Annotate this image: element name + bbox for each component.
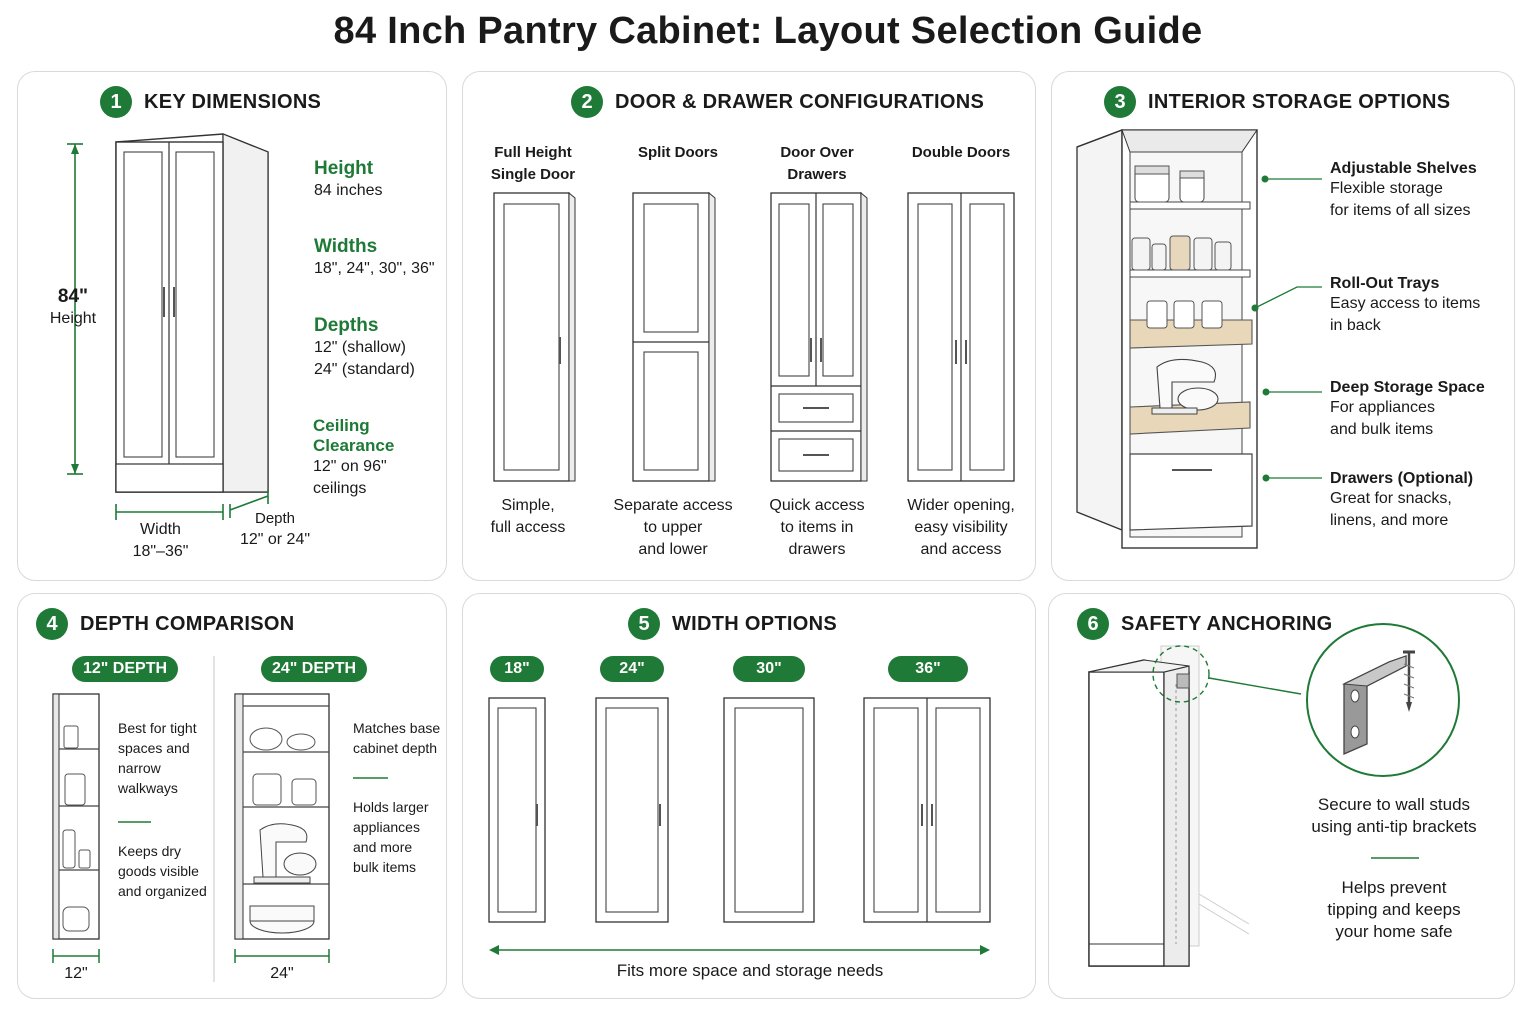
config-name-split-doors: Split Doors bbox=[637, 144, 718, 161]
anchoring-text-1: Secure to wall studs using anti-tip brac… bbox=[1311, 795, 1477, 836]
panel-title: DOOR & DRAWER CONFIGURATIONS bbox=[615, 90, 985, 113]
standard-text-1: Matches base cabinet depth bbox=[353, 720, 441, 756]
panel-header: 4 DEPTH COMPARISON bbox=[36, 608, 294, 640]
width-pill-24: 24" bbox=[600, 656, 664, 682]
single-door-cabinet bbox=[493, 191, 576, 482]
panel-safety-anchoring: 6 SAFETY ANCHORING Secure to bbox=[1048, 593, 1515, 999]
config-desc-double-doors: Wider opening, easy visibility and acces… bbox=[907, 497, 1015, 558]
step-number: 6 bbox=[1077, 608, 1109, 640]
panel-title: SAFETY ANCHORING bbox=[1121, 612, 1333, 635]
panel-key-dimensions: 1 KEY DIMENSIONS 84" Height Width 1 bbox=[17, 71, 447, 581]
panel-title: WIDTH OPTIONS bbox=[672, 612, 838, 635]
config-desc-split-doors: Separate access to upper and lower bbox=[613, 497, 733, 558]
standard-depth-pill: 24" DEPTH bbox=[261, 656, 367, 682]
config-desc-single-door: Simple, full access bbox=[490, 497, 566, 536]
panel-width-options: 5 WIDTH OPTIONS 18" 24" 30" 36" Fits mor… bbox=[462, 593, 1036, 999]
panel-door-drawer-configurations: 2 DOOR & DRAWER CONFIGURATIONS Full Heig… bbox=[462, 71, 1036, 581]
standard-text-2: Holds larger appliances and more bulk it… bbox=[353, 799, 429, 875]
width-pill-18: 18" bbox=[490, 656, 544, 682]
spec-ceiling-clearance: Ceiling Clearance 12" on 96" ceilings bbox=[313, 416, 395, 497]
width-dimension-label: Width 18"–36" bbox=[132, 521, 189, 560]
panel-header: 6 SAFETY ANCHORING bbox=[1077, 608, 1332, 640]
spec-height: Height 84 inches bbox=[314, 158, 383, 199]
config-name-door-over-drawers: Door Over Drawers bbox=[780, 144, 854, 183]
shallow-dim-label: 12" bbox=[64, 965, 88, 982]
panel-interior-storage-options: 3 INTERIOR STORAGE OPTIONS bbox=[1051, 71, 1515, 581]
panel-title: INTERIOR STORAGE OPTIONS bbox=[1148, 90, 1451, 113]
panel-header: 1 KEY DIMENSIONS bbox=[100, 86, 321, 118]
page-title: 84 Inch Pantry Cabinet: Layout Selection… bbox=[333, 10, 1203, 52]
shallow-depth-pill: 12" DEPTH bbox=[72, 656, 178, 682]
step-number: 1 bbox=[100, 86, 132, 118]
panel-header: 3 INTERIOR STORAGE OPTIONS bbox=[1104, 86, 1450, 118]
shallow-text-2: Keeps dry goods visible and organized bbox=[118, 843, 207, 899]
panel-depth-comparison: 4 DEPTH COMPARISON 12" DEPTH 24" DEPTH bbox=[17, 593, 447, 999]
config-name-double-doors: Double Doors bbox=[911, 144, 1011, 161]
split-doors-cabinet bbox=[632, 191, 716, 482]
open-pantry-interior-illustration bbox=[1076, 129, 1322, 549]
option-deep-storage-space: Deep Storage Space For appliances and bu… bbox=[1330, 379, 1485, 438]
width-pill-36: 36" bbox=[888, 656, 968, 682]
double-doors-cabinet bbox=[907, 192, 1015, 482]
option-roll-out-trays: Roll-Out Trays Easy access to items in b… bbox=[1330, 275, 1481, 334]
step-number: 2 bbox=[571, 86, 603, 118]
spec-depths: Depths 12" (shallow) 24" (standard) bbox=[314, 315, 415, 378]
depth-dimension-label: Depth 12" or 24" bbox=[239, 510, 311, 548]
step-number: 5 bbox=[628, 608, 660, 640]
width-options-illustrations bbox=[488, 697, 991, 955]
standard-dim-label: 24" bbox=[270, 965, 294, 982]
anchoring-illustration bbox=[1088, 623, 1460, 967]
shallow-text-1: Best for tight spaces and narrow walkway… bbox=[118, 720, 197, 796]
option-drawers: Drawers (Optional) Great for snacks, lin… bbox=[1330, 470, 1474, 529]
option-adjustable-shelves: Adjustable Shelves Flexible storage for … bbox=[1330, 160, 1477, 219]
spec-widths: Widths 18", 24", 30", 36" bbox=[314, 236, 435, 277]
config-desc-door-over-drawers: Quick access to items in drawers bbox=[769, 497, 865, 558]
anchoring-text-2: Helps prevent tipping and keeps your hom… bbox=[1327, 878, 1461, 941]
door-over-drawers-cabinet bbox=[770, 191, 868, 482]
depth-comparison-illustrations bbox=[52, 656, 388, 982]
panel-header: 5 WIDTH OPTIONS bbox=[628, 608, 837, 640]
panel-title: DEPTH COMPARISON bbox=[80, 612, 295, 635]
tall-cabinet-illustration bbox=[67, 133, 269, 520]
height-dimension-label: 84" Height bbox=[49, 286, 97, 327]
config-name-single-door: Full Height Single Door bbox=[490, 144, 576, 183]
panel-header: 2 DOOR & DRAWER CONFIGURATIONS bbox=[571, 86, 984, 118]
step-number: 3 bbox=[1104, 86, 1136, 118]
width-caption: Fits more space and storage needs bbox=[616, 961, 884, 980]
step-number: 4 bbox=[36, 608, 68, 640]
width-pill-30: 30" bbox=[733, 656, 805, 682]
panel-title: KEY DIMENSIONS bbox=[144, 90, 322, 113]
door-configuration-illustrations bbox=[493, 191, 1015, 482]
